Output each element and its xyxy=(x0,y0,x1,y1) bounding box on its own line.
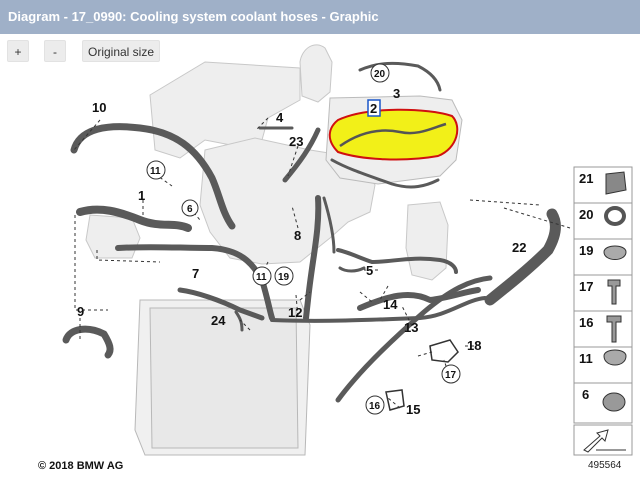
original-size-button[interactable]: Original size xyxy=(82,40,160,62)
label-6: 6 xyxy=(187,204,193,215)
label-16: 16 xyxy=(369,401,381,412)
label-7: 7 xyxy=(192,266,199,281)
bolt-icon xyxy=(607,279,621,305)
part-11-cell[interactable]: 11 xyxy=(579,349,627,366)
label-3: 3 xyxy=(393,86,400,101)
zoom-out-button[interactable]: - xyxy=(44,40,66,62)
o-ring-icon xyxy=(604,206,626,226)
part-17-number: 17 xyxy=(579,279,593,294)
screw-icon xyxy=(606,315,622,343)
label-22: 22 xyxy=(512,240,526,255)
part-20-cell[interactable]: 20 xyxy=(579,206,626,226)
label-14: 14 xyxy=(383,297,398,312)
hose-clamp-icon xyxy=(602,392,626,412)
fittings xyxy=(385,339,459,411)
zoom-in-button[interactable]: + xyxy=(7,40,29,62)
part-21-number: 21 xyxy=(579,171,593,186)
label-2-box: 2 xyxy=(367,99,381,117)
label-18: 18 xyxy=(467,338,481,353)
part-16-number: 16 xyxy=(579,315,593,330)
clamp-icon xyxy=(603,245,627,260)
part-21-cell[interactable]: 21 xyxy=(579,171,627,195)
label-6-circle: 6 xyxy=(181,199,199,217)
label-15: 15 xyxy=(406,402,420,417)
label-9: 9 xyxy=(77,304,84,319)
label-13: 13 xyxy=(404,320,418,335)
copyright: © 2018 BMW AG xyxy=(38,460,124,472)
radiator xyxy=(134,299,311,456)
part-11-number: 11 xyxy=(579,351,593,366)
part-19-cell[interactable]: 19 xyxy=(579,243,627,260)
label-20: 20 xyxy=(374,69,386,80)
label-20-circle: 20 xyxy=(370,63,390,83)
part-19-number: 19 xyxy=(579,243,593,258)
label-1: 1 xyxy=(138,188,145,203)
part-20-number: 20 xyxy=(579,207,593,222)
label-2: 2 xyxy=(370,101,377,116)
part-17-cell[interactable]: 17 xyxy=(579,279,621,305)
part-6-cell[interactable]: 6 xyxy=(582,387,626,412)
label-5: 5 xyxy=(366,263,373,278)
hose-clip-icon xyxy=(605,171,627,195)
parts-column-rows xyxy=(574,202,632,384)
label-11b-circle: 11 xyxy=(252,266,272,286)
label-17-circle: 17 xyxy=(441,364,461,384)
label-24: 24 xyxy=(211,313,226,328)
label-4: 4 xyxy=(276,110,284,125)
hose-part-2 xyxy=(339,122,447,148)
label-19-circle: 19 xyxy=(274,266,294,286)
label-8: 8 xyxy=(294,228,301,243)
part-16-cell[interactable]: 16 xyxy=(579,315,622,343)
label-23: 23 xyxy=(289,134,303,149)
spring-clamp-icon xyxy=(603,349,627,366)
label-10: 10 xyxy=(92,100,106,115)
window-title: Diagram - 17_0990: Cooling system coolan… xyxy=(0,0,640,34)
label-19: 19 xyxy=(278,272,290,283)
label-11a-circle: 11 xyxy=(146,160,166,180)
label-16-circle: 16 xyxy=(365,395,385,415)
label-12: 12 xyxy=(288,305,302,320)
label-11b: 11 xyxy=(256,272,267,283)
label-11a: 11 xyxy=(150,166,161,177)
arrow-icon xyxy=(583,429,609,453)
reference-number: 495564 xyxy=(588,460,622,471)
part-6-number: 6 xyxy=(582,387,589,402)
parts-column: 21 20 19 17 16 11 6 xyxy=(573,166,633,456)
arrow-cell[interactable] xyxy=(573,424,633,456)
label-17: 17 xyxy=(445,370,457,381)
highlight-part-2 xyxy=(328,108,459,161)
